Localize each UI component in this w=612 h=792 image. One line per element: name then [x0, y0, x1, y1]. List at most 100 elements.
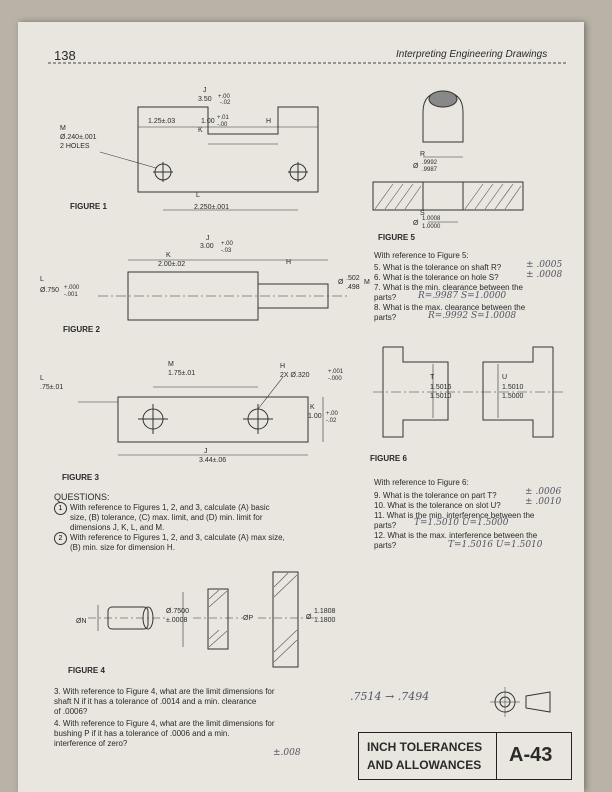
- fig2-l-letter: L: [40, 276, 44, 283]
- fig5-question-8b: parts?: [374, 313, 397, 322]
- fig3-m-value: 1.75±.01: [168, 370, 196, 377]
- fig6-answer-11: T=1.5010 U=1.5000: [414, 518, 509, 528]
- question-2-line-1: With reference to Figures 1, 2, and 3, c…: [70, 533, 285, 542]
- fig6-t-bot: 1.5010: [430, 393, 452, 400]
- fig3-h-letter: H: [280, 363, 286, 370]
- question-3-line-1: 3. With reference to Figure 4, what are …: [54, 687, 275, 696]
- fig5-s-prefix: Ø: [413, 220, 419, 227]
- title-block: INCH TOLERANCES AND ALLOWANCES A-43: [358, 732, 572, 780]
- fig3-l-letter: L: [40, 375, 44, 382]
- fig3-l-value: .75±.01: [40, 384, 64, 391]
- questions-heading: QUESTIONS:: [54, 492, 110, 502]
- fig2-m-prefix: Ø: [338, 279, 344, 286]
- figure4-label: FIGURE 4: [68, 666, 105, 675]
- figure5-drawing: [363, 90, 573, 237]
- question-3-line-2: shaft N if it has a tolerance of .0014 a…: [54, 697, 257, 706]
- fig6-question-11a: 11. What is the min. interference betwee…: [374, 511, 535, 520]
- fig5-r-bot: .9987: [422, 167, 438, 173]
- fig3-k-value: 1.00: [308, 413, 322, 420]
- fig1-l-value: 2.250±.001: [194, 204, 229, 211]
- fig6-t-top: 1.5016: [430, 384, 452, 391]
- fig1-j-letter: J: [203, 87, 207, 94]
- fig5-r-top: .9992: [422, 160, 438, 166]
- figure4-drawing: [58, 567, 368, 672]
- projection-symbol-icon: [490, 687, 551, 717]
- fig1-h-letter: H: [266, 118, 272, 125]
- fig5-question-6: 6. What is the tolerance on hole S?: [374, 273, 499, 282]
- fig2-j-letter: J: [206, 235, 210, 242]
- figure6-label: FIGURE 6: [370, 454, 407, 463]
- fig5-r-prefix: Ø: [413, 163, 419, 170]
- fig6-answer-10: ± .0010: [525, 497, 562, 507]
- question-1-line-3: dimensions J, K, L, and M.: [70, 523, 165, 532]
- fig5-question-7a: 7. What is the min. clearance between th…: [374, 283, 523, 292]
- fig3-h-tol-minus: -.000: [328, 376, 342, 382]
- fig2-k-value: 2.00±.02: [158, 261, 186, 268]
- figure2-drawing: [58, 252, 358, 327]
- fig2-m-letter: M: [364, 279, 370, 286]
- fig4-hole-top: 1.1808: [314, 608, 336, 615]
- fig3-m-letter: M: [168, 361, 174, 368]
- fig1-k-tol-minus: -.00: [217, 122, 228, 128]
- title-block-line-1: INCH TOLERANCES: [367, 740, 483, 754]
- figure3-label: FIGURE 3: [62, 473, 99, 482]
- question-1-number: 1: [54, 502, 67, 515]
- fig3-h-value: 2X Ø.320: [280, 372, 310, 379]
- title-block-divider: [496, 733, 497, 779]
- question-3-answer: .7514 → .7494: [350, 690, 430, 703]
- fig2-j-tol-plus: +.00: [221, 241, 233, 247]
- fig6-intro: With reference to Figure 6:: [374, 478, 469, 487]
- page-number: 138: [54, 48, 76, 63]
- fig5-s-bot: 1.0000: [422, 224, 441, 230]
- fig1-m-value: Ø.240±.001: [60, 134, 97, 141]
- figure1-label: FIGURE 1: [70, 202, 107, 211]
- fig5-intro: With reference to Figure 5:: [374, 251, 469, 260]
- fig6-question-9: 9. What is the tolerance on part T?: [374, 491, 497, 500]
- question-4-answer: ±.008: [273, 748, 301, 758]
- fig3-k-tol-plus: +.00: [326, 411, 338, 417]
- question-1-line-1: With reference to Figures 1, 2, and 3, c…: [70, 503, 270, 512]
- fig5-question-8a: 8. What is the max. clearance between th…: [374, 303, 526, 312]
- header-rule: [48, 62, 568, 66]
- fig4-p-label: ØP: [243, 615, 254, 622]
- figure3-drawing: [48, 367, 338, 467]
- fig4-d-value: Ø.7500: [166, 608, 189, 615]
- fig2-l-tol-plus: +.000: [64, 285, 80, 291]
- textbook-page: 138 Interpreting Engineering Drawings J …: [18, 22, 584, 792]
- figure5-label: FIGURE 5: [378, 233, 415, 242]
- fig5-answer-8: R=.9992 S=1.0008: [428, 311, 517, 321]
- fig6-t-letter: T: [430, 374, 435, 381]
- figure1-drawing: [38, 92, 338, 222]
- fig4-d-tol: ±.0008: [166, 617, 188, 624]
- fig2-l-tol-minus: -.001: [64, 292, 78, 298]
- fig2-j-tol-minus: -.03: [221, 248, 232, 254]
- fig1-j-tol-plus: +.00: [218, 94, 230, 100]
- fig6-question-12b: parts?: [374, 541, 397, 550]
- fig1-k-tol-plus: +.01: [217, 115, 229, 121]
- fig1-k-value: 1.00: [201, 118, 215, 125]
- fig1-j-value: 3.50: [198, 96, 212, 103]
- fig5-s-letter: S: [420, 210, 425, 217]
- question-2-line-2: (B) min. size for dimension H.: [70, 543, 175, 552]
- fig5-answer-7: R=.9987 S=1.0000: [418, 291, 507, 301]
- fig2-l-value: Ø.750: [40, 287, 60, 294]
- fig4-hole-prefix: Ø: [306, 614, 312, 621]
- fig2-m-top: .502: [346, 275, 360, 282]
- fig6-question-12a: 12. What is the max. interference betwee…: [374, 531, 538, 540]
- fig2-k-letter: K: [166, 252, 171, 259]
- fig3-h-tol-plus: +.001: [328, 369, 344, 375]
- title-block-code: A-43: [509, 744, 553, 766]
- fig5-question-5: 5. What is the tolerance on shaft R?: [374, 263, 502, 272]
- fig6-answer-12: T=1.5016 U=1.5010: [448, 540, 543, 550]
- fig3-k-letter: K: [310, 404, 315, 411]
- question-4-line-1: 4. With reference to Figure 4, what are …: [54, 719, 275, 728]
- fig6-u-bot: 1.5000: [502, 393, 524, 400]
- figure2-label: FIGURE 2: [63, 325, 100, 334]
- fig1-l-letter: L: [196, 192, 200, 199]
- fig6-question-11b: parts?: [374, 521, 397, 530]
- fig1-j-tol-minus: -.02: [220, 100, 231, 106]
- fig2-h-letter: H: [286, 259, 292, 266]
- fig6-answer-9: ± .0006: [525, 487, 562, 497]
- fig6-u-letter: U: [502, 374, 508, 381]
- question-2-number: 2: [54, 532, 67, 545]
